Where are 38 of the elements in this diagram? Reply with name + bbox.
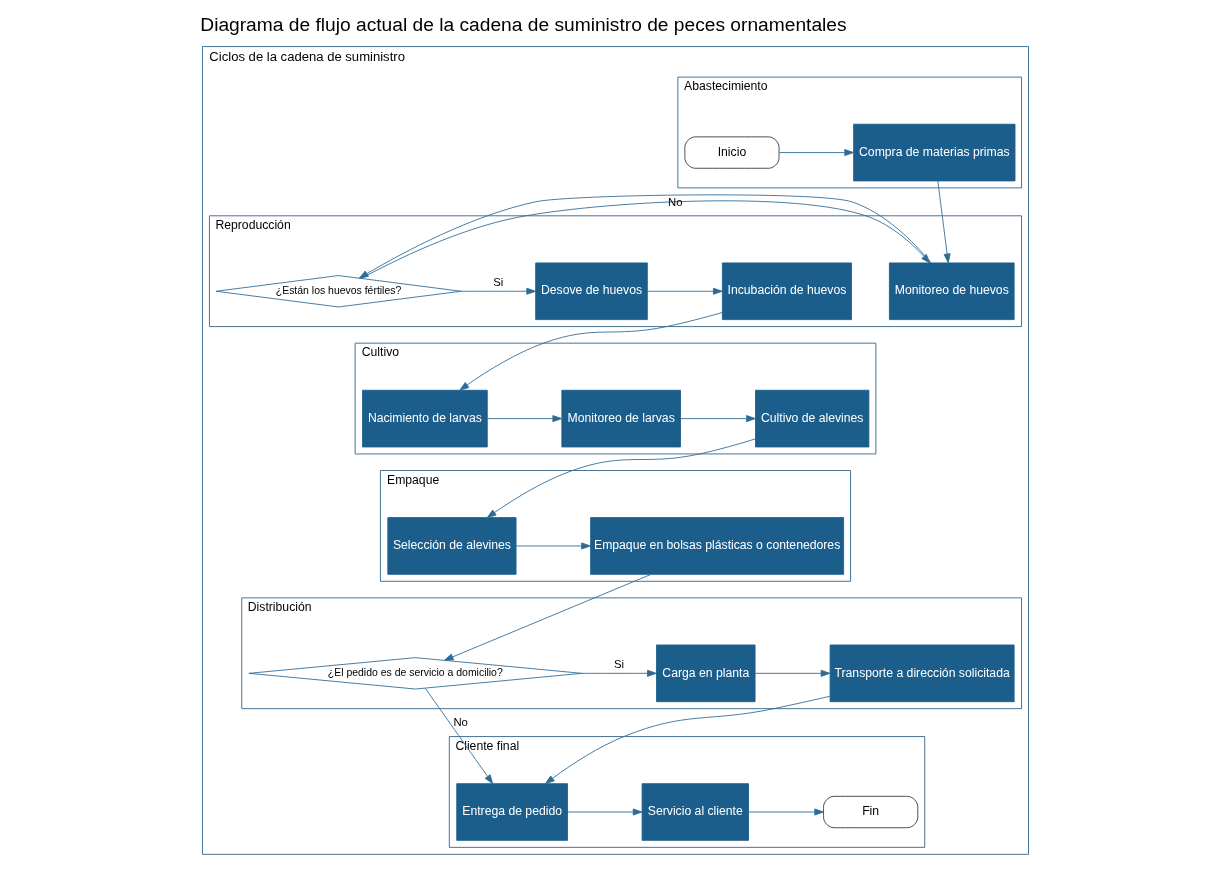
- node-diamond: ¿Están los huevos fértiles?: [215, 275, 462, 308]
- node-box: Carga en planta: [656, 644, 756, 703]
- arrow: [486, 415, 563, 423]
- node-box: Cultivo de alevines: [755, 389, 870, 448]
- arrow: [778, 149, 854, 157]
- arrow: [460, 287, 536, 295]
- node-box: Selección de alevines: [387, 517, 517, 575]
- arrow: [567, 808, 643, 816]
- node-box: Inicio: [684, 136, 780, 169]
- arrow: [424, 687, 494, 785]
- arrow: [647, 287, 723, 295]
- edge-label: Si: [614, 657, 625, 670]
- edge-label: Si: [493, 275, 504, 288]
- node-box: Monitoreo de larvas: [561, 389, 681, 448]
- arrow: [515, 542, 591, 550]
- edge-label: No: [453, 716, 468, 729]
- arrow: [754, 669, 831, 677]
- node-box: Entrega de pedido: [456, 783, 568, 841]
- diagram-title: Diagrama de flujo actual de la cadena de suministro de peces ornamentales: [200, 13, 847, 35]
- node-box: Servicio al cliente: [641, 783, 749, 841]
- node-box: Incubación de huevos: [721, 262, 852, 321]
- edge-label: No: [668, 195, 683, 208]
- node-box: Desove de huevos: [535, 262, 648, 321]
- arrow: [459, 312, 723, 391]
- arrow: [444, 573, 652, 661]
- node-box: Empaque en bolsas plásticas o contenedores: [590, 517, 845, 575]
- arrow: [748, 808, 824, 816]
- node-box: Compra de materias primas: [853, 123, 1016, 182]
- arrow: [486, 438, 756, 519]
- arrow: [937, 180, 951, 264]
- node-box: Transporte a dirección solicitada: [829, 644, 1015, 703]
- node-diamond: ¿El pedido es de servicio a domicilio?: [248, 657, 583, 690]
- node-box: Monitoreo de huevos: [888, 262, 1015, 321]
- arrow: [545, 695, 831, 785]
- arrow: [680, 415, 756, 423]
- arrow: [581, 669, 657, 677]
- node-box: Nacimiento de larvas: [362, 389, 488, 448]
- node-box: Fin: [823, 795, 919, 829]
